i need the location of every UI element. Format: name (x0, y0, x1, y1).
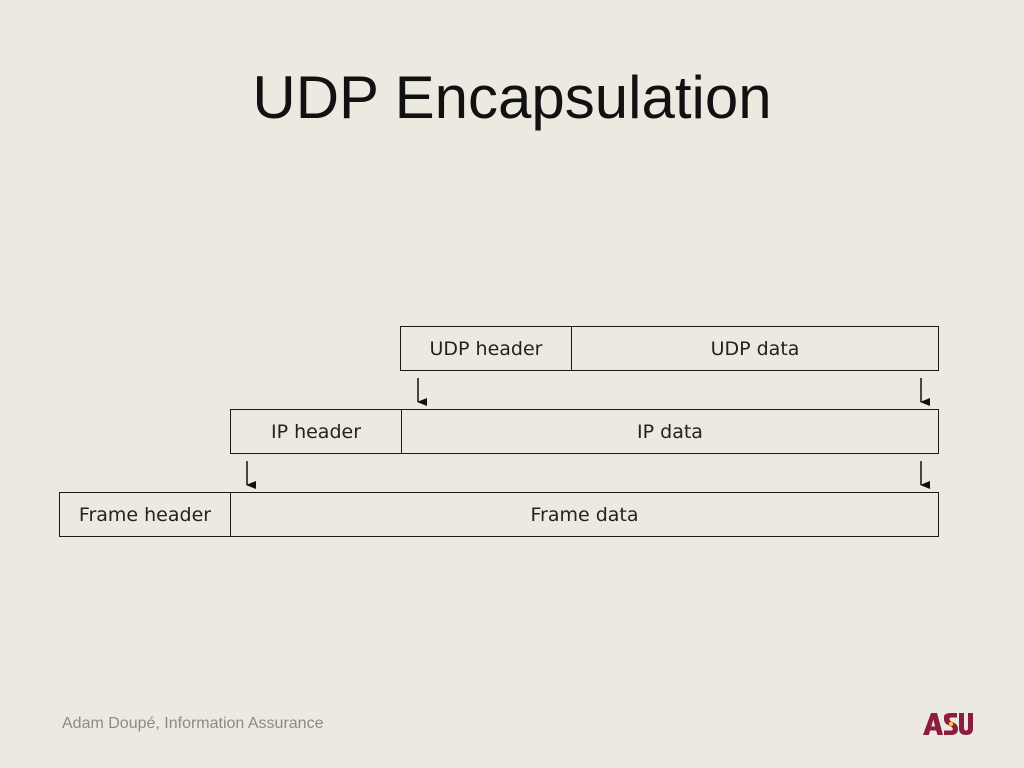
frame-row: Frame header Frame data (59, 492, 939, 537)
footer-author: Adam Doupé, Information Assurance (62, 715, 324, 732)
ip-data-cell: IP data (402, 409, 939, 454)
asu-logo-icon (923, 713, 973, 735)
ip-row: IP header IP data (230, 409, 939, 454)
frame-header-cell: Frame header (59, 492, 231, 537)
udp-row: UDP header UDP data (400, 326, 939, 371)
ip-header-cell: IP header (230, 409, 402, 454)
udp-to-ip-arrows (417, 378, 930, 406)
frame-data-cell: Frame data (231, 492, 939, 537)
udp-header-cell: UDP header (400, 326, 572, 371)
ip-to-frame-arrows (246, 461, 930, 489)
udp-data-cell: UDP data (572, 326, 939, 371)
slide-title: UDP Encapsulation (252, 64, 772, 131)
